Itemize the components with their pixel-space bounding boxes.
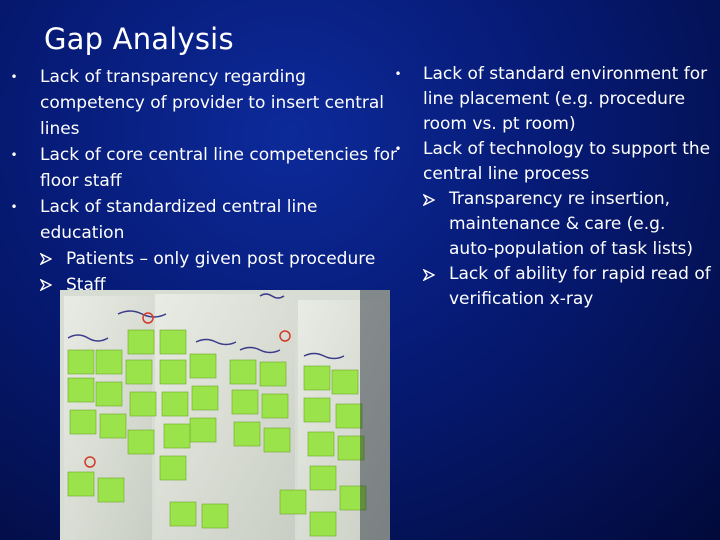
left-bullet-3: • Lack of standardized central line educ… [8,194,398,298]
right-bullet-2-text: Lack of technology to support the centra… [423,139,711,184]
slide-title: Gap Analysis [44,22,234,56]
right-bullet-1: • Lack of standard environment for line … [392,62,714,137]
left-bullet-1-text: Lack of transparency regarding competenc… [40,67,385,139]
right-subbullet-1-text: Transparency re insertion, maintenance &… [449,189,694,259]
left-bullet-column: • Lack of transparency regarding compete… [8,64,398,298]
right-subbullet-2-text: Lack of ability for rapid read of verifi… [449,264,711,309]
arrowhead-bullet-icon [40,253,52,265]
bullet-dot-icon: • [10,148,18,162]
bullet-dot-icon: • [10,200,18,214]
arrowhead-bullet-icon [40,279,52,291]
green-sticky-notes [67,329,367,537]
left-subbullet-1-text: Patients – only given post procedure [66,249,376,269]
right-subbullet-2: Lack of ability for rapid read of verifi… [423,262,714,312]
bullet-dot-icon: • [10,70,18,84]
bullet-dot-icon: • [394,67,402,81]
right-subbullet-1: Transparency re insertion, maintenance &… [423,187,714,262]
bullet-dot-icon: • [394,142,402,156]
arrowhead-bullet-icon [423,194,435,206]
right-bullet-column: • Lack of standard environment for line … [392,62,714,312]
right-bullet-1-text: Lack of standard environment for line pl… [423,64,708,134]
right-bullet-2: • Lack of technology to support the cent… [392,137,714,312]
left-bullet-3-text: Lack of standardized central line educat… [40,197,318,243]
left-bullet-1: • Lack of transparency regarding compete… [8,64,398,142]
left-subbullet-1: Patients – only given post procedure [40,246,398,272]
sticky-note-board-photo [60,290,390,540]
left-bullet-2: • Lack of core central line competencies… [8,142,398,194]
left-bullet-2-text: Lack of core central line competencies f… [40,145,397,191]
arrowhead-bullet-icon [423,269,435,281]
